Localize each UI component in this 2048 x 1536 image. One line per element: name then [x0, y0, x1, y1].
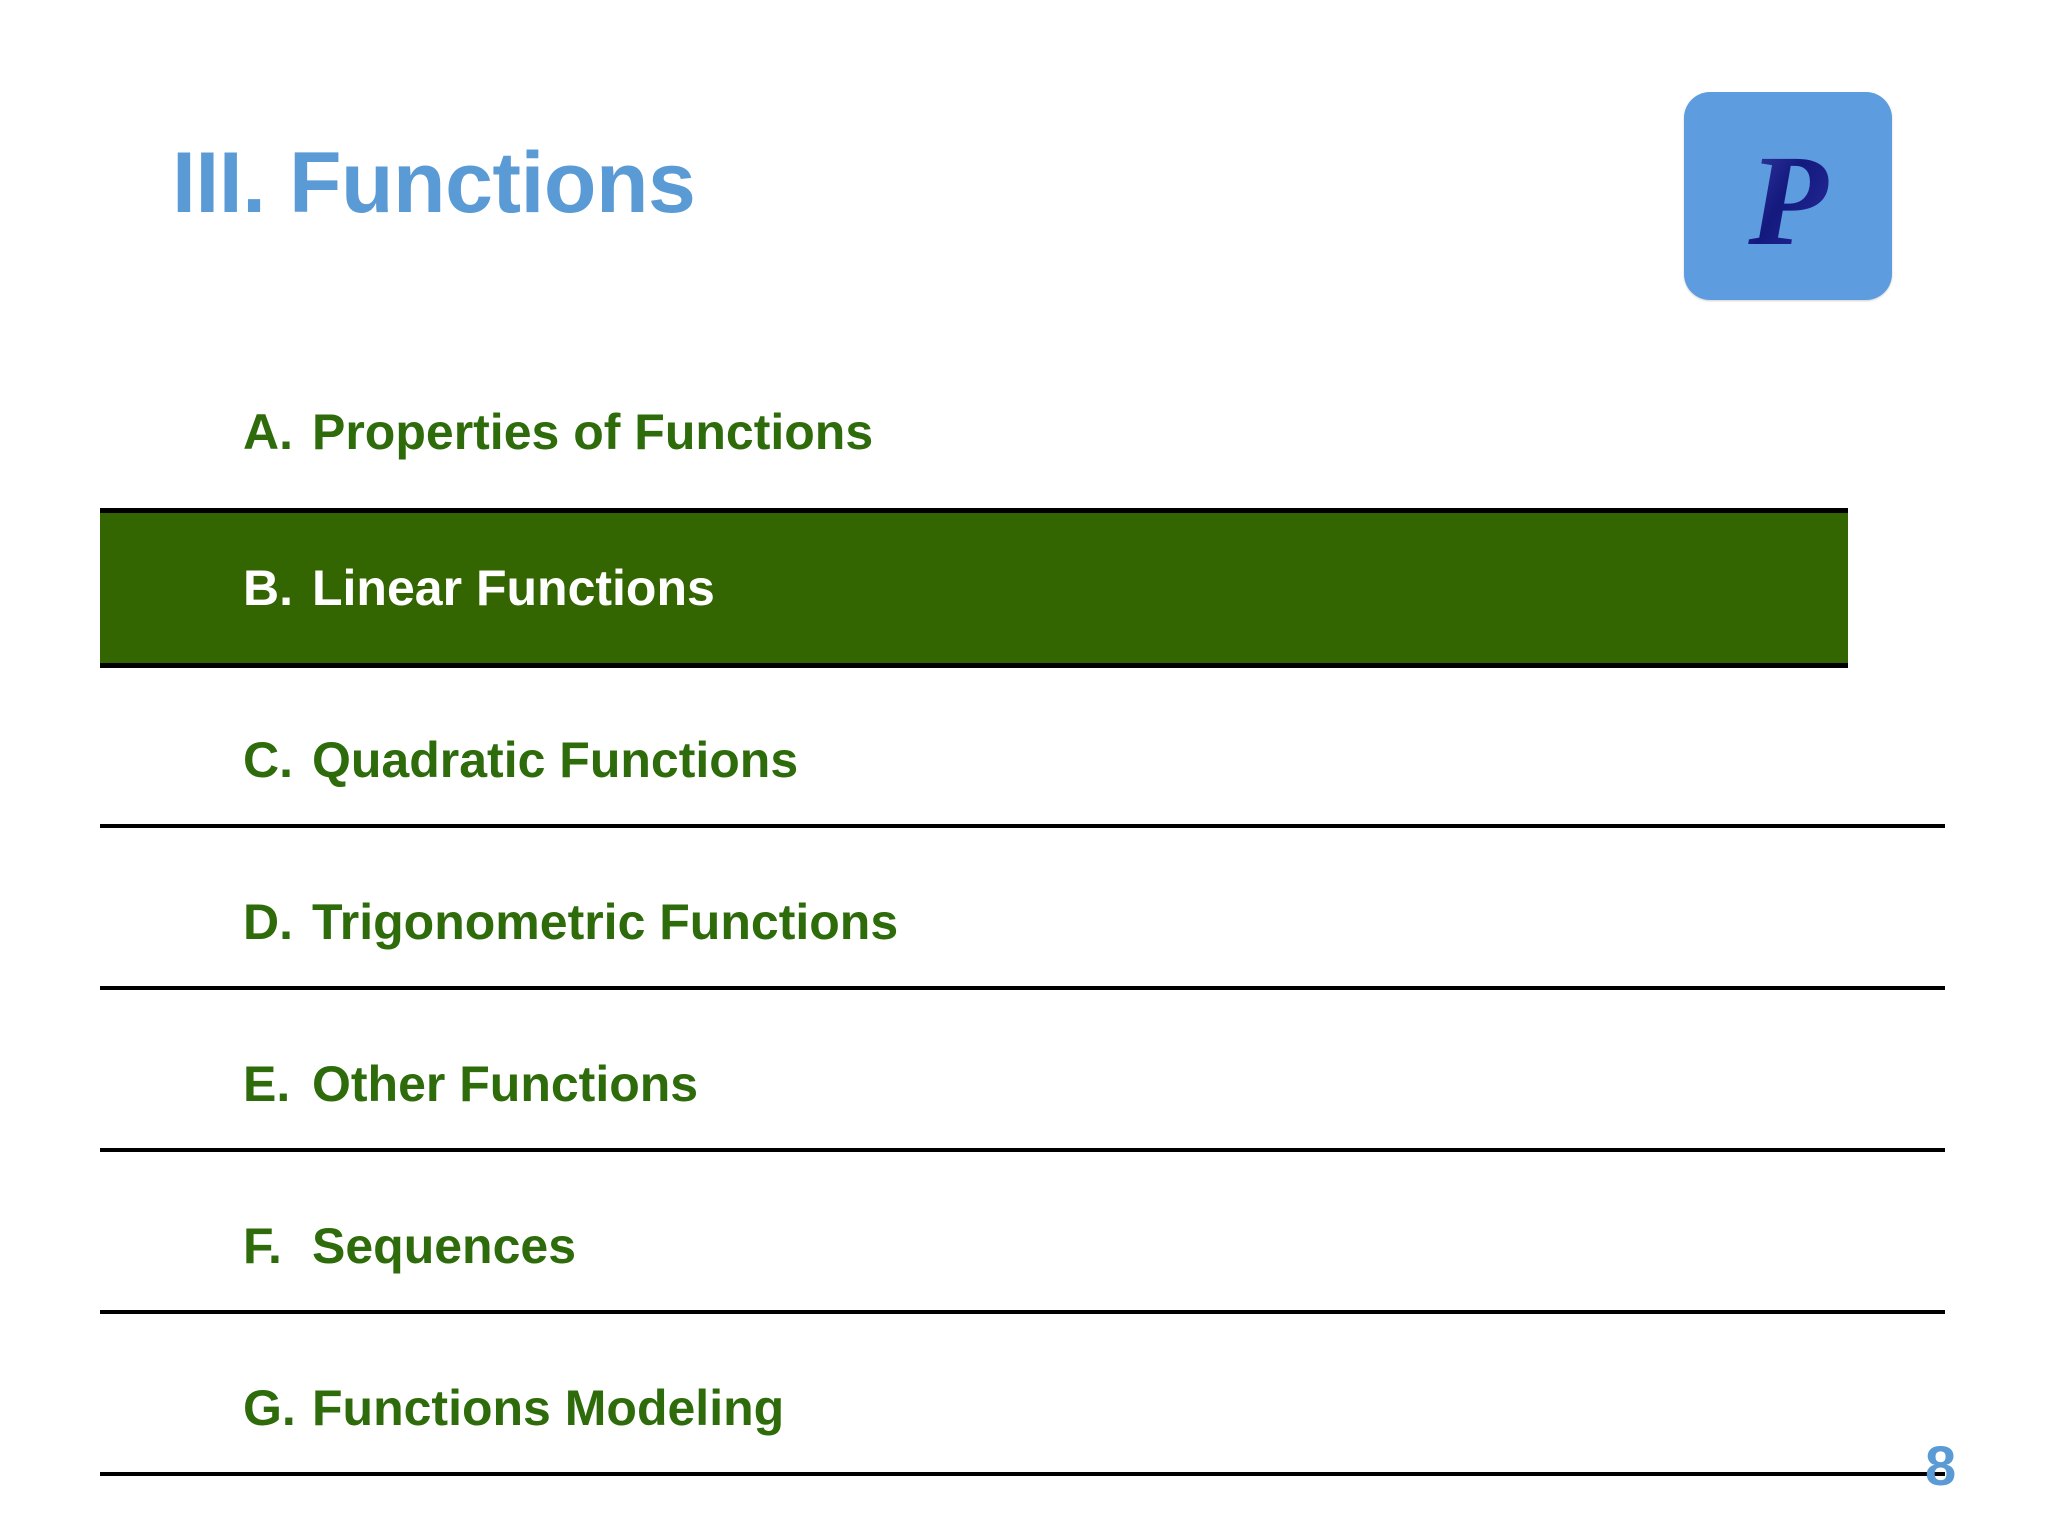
- page-number: 8: [1925, 1434, 1957, 1497]
- outline-item-letter: C.: [243, 732, 293, 788]
- p-logo: P: [1684, 92, 1892, 300]
- outline-item-c[interactable]: C. Quadratic Functions: [100, 680, 1848, 840]
- outline-item-g[interactable]: G. Functions Modeling: [100, 1328, 1848, 1488]
- outline-divider-c: [100, 824, 1945, 828]
- outline-item-letter: G.: [243, 1380, 296, 1436]
- outline-item-letter: B.: [243, 560, 293, 616]
- outline-item-label: Functions Modeling: [312, 1380, 785, 1436]
- outline-divider-g: [100, 1472, 1945, 1476]
- outline-item-label: Other Functions: [312, 1056, 699, 1112]
- outline-item-label: Quadratic Functions: [312, 732, 799, 788]
- outline-item-d[interactable]: D. Trigonometric Functions: [100, 842, 1848, 1002]
- outline-item-letter: D.: [243, 894, 293, 950]
- svg-text:P: P: [1747, 129, 1829, 273]
- outline-divider-f: [100, 1310, 1945, 1314]
- outline-item-letter: A.: [243, 404, 293, 460]
- outline-divider-d: [100, 986, 1945, 990]
- outline-item-e[interactable]: E. Other Functions: [100, 1004, 1848, 1164]
- outline-item-b[interactable]: B. Linear Functions: [100, 508, 1848, 668]
- outline-item-label: Properties of Functions: [312, 404, 874, 460]
- p-logo-glyph-icon: P: [1747, 129, 1829, 273]
- outline-item-a[interactable]: A. Properties of Functions: [100, 352, 1848, 512]
- outline-item-label: Linear Functions: [312, 560, 715, 616]
- outline-item-label: Sequences: [312, 1218, 577, 1274]
- page-title: III. Functions: [172, 135, 696, 231]
- outline-item-f[interactable]: F. Sequences: [100, 1166, 1848, 1326]
- outline-item-label: Trigonometric Functions: [312, 894, 899, 950]
- outline-item-letter: E.: [243, 1056, 291, 1112]
- outline-divider-e: [100, 1148, 1945, 1152]
- outline-item-letter: F.: [243, 1218, 282, 1274]
